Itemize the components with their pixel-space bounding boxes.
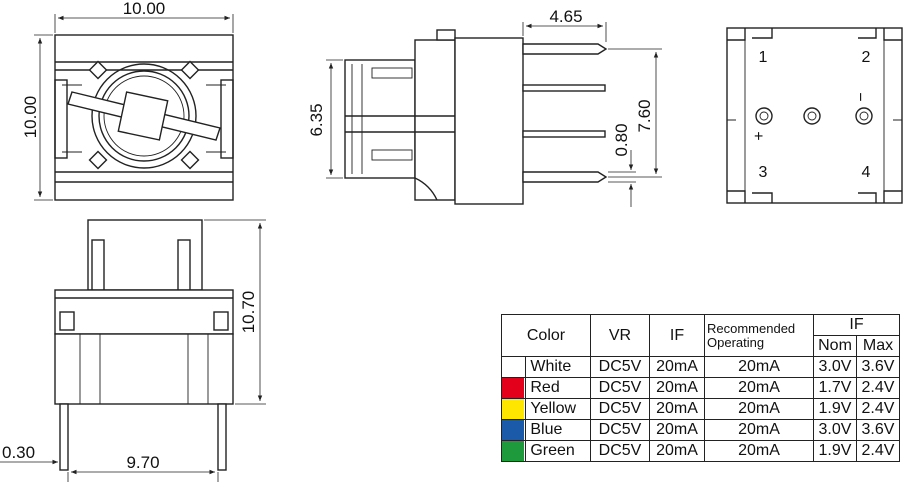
nom-cell: 1.9V — [813, 440, 857, 462]
vr-cell: DC5V — [590, 377, 650, 399]
if-cell: 20mA — [649, 398, 705, 420]
front-pin-left — [59, 403, 69, 471]
pin-label-2: 2 — [862, 49, 871, 66]
vr-cell: DC5V — [590, 356, 650, 378]
color-swatch — [500, 377, 527, 399]
color-name-cell: Blue — [525, 419, 591, 441]
max-cell: 3.6V — [856, 356, 900, 378]
dim-front-height: 10.70 — [239, 291, 258, 334]
dim-top-height: 10.00 — [21, 96, 40, 139]
color-name-cell: Yellow — [525, 398, 591, 420]
if-cell: 20mA — [649, 377, 705, 399]
dim-side-pin-length: 4.65 — [549, 7, 582, 26]
header-recommended-line1: Recommended — [707, 320, 796, 336]
color-swatch-fill — [502, 420, 524, 440]
side-pin-top — [522, 43, 608, 55]
color-name-cell: White — [525, 356, 591, 378]
led-pad-center — [803, 107, 821, 125]
dim-top-width: 10.00 — [123, 0, 166, 18]
max-cell: 2.4V — [856, 377, 900, 399]
color-swatch — [500, 356, 527, 378]
nom-cell: 1.9V — [813, 398, 857, 420]
minus-mark: − — [853, 92, 870, 101]
recommended-cell: 20mA — [704, 398, 814, 420]
max-cell: 2.4V — [856, 398, 900, 420]
vr-cell: DC5V — [590, 440, 650, 462]
recommended-cell: 20mA — [704, 440, 814, 462]
color-name-cell: Red — [525, 377, 591, 399]
nom-cell: 3.0V — [813, 419, 857, 441]
header-max: Max — [856, 335, 900, 357]
color-name-cell: Green — [525, 440, 591, 462]
color-swatch-fill — [502, 441, 524, 461]
led-pad-minus — [855, 107, 873, 125]
color-swatch — [500, 440, 527, 462]
header-nom: Nom — [813, 335, 857, 357]
dim-front-pin-thickness: 0.30 — [2, 443, 35, 462]
recommended-cell: 20mA — [704, 419, 814, 441]
dim-side-pin-span: 7.60 — [635, 99, 654, 132]
header-if-group: IF — [813, 314, 900, 336]
header-color: Color — [501, 314, 591, 357]
side-led-lead-2 — [522, 130, 606, 138]
pin-label-1: 1 — [759, 49, 768, 66]
max-cell: 2.4V — [856, 440, 900, 462]
dim-side-pin-width: 0.80 — [612, 123, 631, 156]
led-spec-table: Color VR IF Recommended Operating IF Nom… — [500, 314, 900, 462]
vr-cell: DC5V — [590, 398, 650, 420]
max-cell: 3.6V — [856, 419, 900, 441]
dim-front-pin-span: 9.70 — [126, 453, 159, 472]
dim-side-body-height: 6.35 — [307, 103, 326, 136]
front-view: 10.70 9.70 0.30 — [0, 219, 266, 482]
nom-cell: 3.0V — [813, 356, 857, 378]
plus-mark: + — [751, 131, 768, 140]
color-swatch-fill — [502, 378, 524, 398]
color-swatch — [500, 419, 527, 441]
front-pin-right — [217, 403, 227, 471]
header-vr: VR — [590, 314, 650, 357]
pin-label-3: 3 — [759, 164, 768, 181]
if-cell: 20mA — [649, 419, 705, 441]
side-view: 4.65 6.35 7.60 0.80 — [307, 7, 662, 207]
header-recommended-line2: Operating — [707, 334, 765, 350]
if-cell: 20mA — [649, 440, 705, 462]
table-header-row: Color VR IF Recommended Operating IF — [501, 314, 900, 357]
top-view-knob — [67, 60, 221, 170]
color-swatch-fill — [502, 357, 524, 377]
side-pin-bottom — [522, 171, 608, 183]
recommended-cell: 20mA — [704, 356, 814, 378]
bottom-view: 1 2 3 4 + − — [726, 27, 903, 204]
if-cell: 20mA — [649, 356, 705, 378]
color-swatch — [500, 398, 527, 420]
top-view: 10.00 10.00 — [21, 0, 234, 201]
vr-cell: DC5V — [590, 419, 650, 441]
pin-label-4: 4 — [862, 164, 871, 181]
side-led-lead-1 — [522, 84, 606, 92]
header-if: IF — [649, 314, 705, 357]
led-pad-plus — [755, 107, 773, 125]
nom-cell: 1.7V — [813, 377, 857, 399]
color-swatch-fill — [502, 399, 524, 419]
header-recommended: Recommended Operating — [704, 314, 814, 357]
recommended-cell: 20mA — [704, 377, 814, 399]
